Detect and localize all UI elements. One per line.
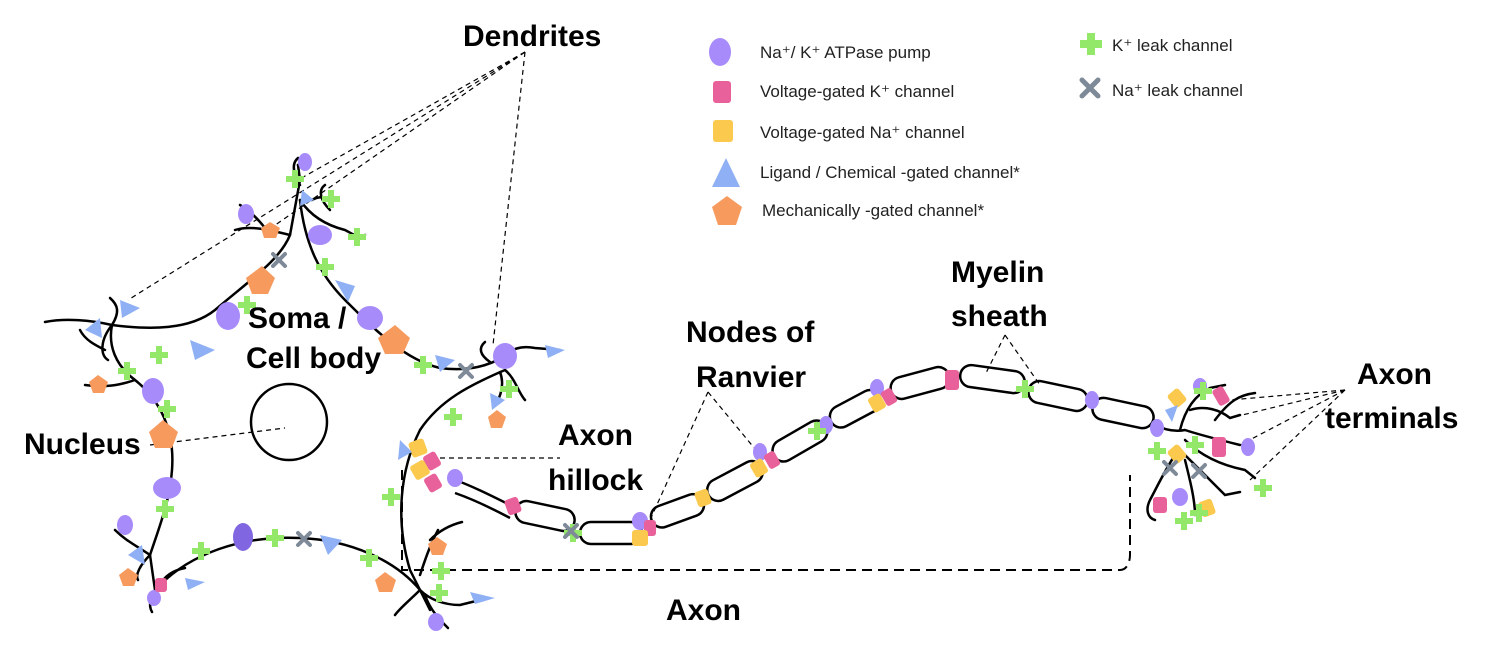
legend-label-mech: Mechanically -gated channel* bbox=[762, 201, 984, 220]
rounded-square-icon bbox=[713, 120, 733, 142]
ligand-markers bbox=[85, 190, 1178, 604]
mech-markers bbox=[89, 222, 506, 592]
legend-label-kleak: K⁺ leak channel bbox=[1112, 36, 1233, 55]
dendrite-branches bbox=[43, 156, 562, 630]
myelin-label-line2: sheath bbox=[951, 300, 1048, 333]
axon-hillock-label-line1: Axon bbox=[558, 419, 633, 452]
kleak-markers bbox=[118, 170, 1272, 602]
dendrites-label: Dendrites bbox=[463, 20, 601, 53]
nodes-label-line1: Nodes of bbox=[686, 316, 815, 349]
nucleus-label: Nucleus bbox=[24, 428, 141, 461]
axon-label: Axon bbox=[666, 594, 741, 627]
legend-label-vgk: Voltage-gated K⁺ channel bbox=[760, 82, 954, 101]
nodes-label-line2: Ranvier bbox=[696, 361, 806, 394]
terminals-label-line1: Axon bbox=[1357, 358, 1432, 391]
axon-bracket bbox=[401, 470, 1131, 571]
soma-label-line1: Soma / bbox=[248, 302, 347, 335]
legend-label-naleak: Na⁺ leak channel bbox=[1112, 81, 1243, 100]
axon-hillock-label-line2: hillock bbox=[548, 464, 643, 497]
structure-labels: Dendrites Soma / Cell body Nucleus Axon … bbox=[24, 20, 1458, 627]
legend-item-vgna: Voltage-gated Na⁺ channel bbox=[713, 120, 965, 142]
oval-icon bbox=[709, 38, 731, 66]
legend-label-ligand: Ligand / Chemical -gated channel* bbox=[760, 163, 1020, 182]
legend: Na⁺/ K⁺ ATPase pump Voltage-gated K⁺ cha… bbox=[709, 33, 1243, 225]
rounded-square-icon bbox=[713, 81, 731, 103]
triangle-icon bbox=[712, 158, 740, 187]
cross-icon bbox=[1080, 33, 1102, 55]
myelin-label-line1: Myelin bbox=[951, 256, 1044, 289]
legend-label-vgna: Voltage-gated Na⁺ channel bbox=[760, 123, 965, 142]
x-icon bbox=[1079, 77, 1101, 99]
legend-item-naleak: Na⁺ leak channel bbox=[1079, 77, 1243, 100]
terminals-label-line2: terminals bbox=[1325, 402, 1458, 435]
legend-label-pump: Na⁺/ K⁺ ATPase pump bbox=[760, 43, 931, 62]
legend-item-mech: Mechanically -gated channel* bbox=[712, 196, 984, 225]
axon-myelin bbox=[449, 363, 1186, 546]
naleak-markers bbox=[271, 252, 1207, 547]
legend-item-vgk: Voltage-gated K⁺ channel bbox=[713, 81, 954, 103]
vgna-markers bbox=[408, 388, 1216, 546]
nucleus-circle bbox=[249, 382, 329, 462]
legend-item-pump: Na⁺/ K⁺ ATPase pump bbox=[709, 38, 931, 66]
pump-markers bbox=[117, 153, 1255, 631]
legend-item-kleak: K⁺ leak channel bbox=[1080, 33, 1233, 55]
pentagon-icon bbox=[712, 196, 742, 225]
legend-item-ligand: Ligand / Chemical -gated channel* bbox=[712, 158, 1020, 187]
soma-label-line2: Cell body bbox=[246, 342, 381, 375]
vgk-markers bbox=[155, 370, 1230, 592]
